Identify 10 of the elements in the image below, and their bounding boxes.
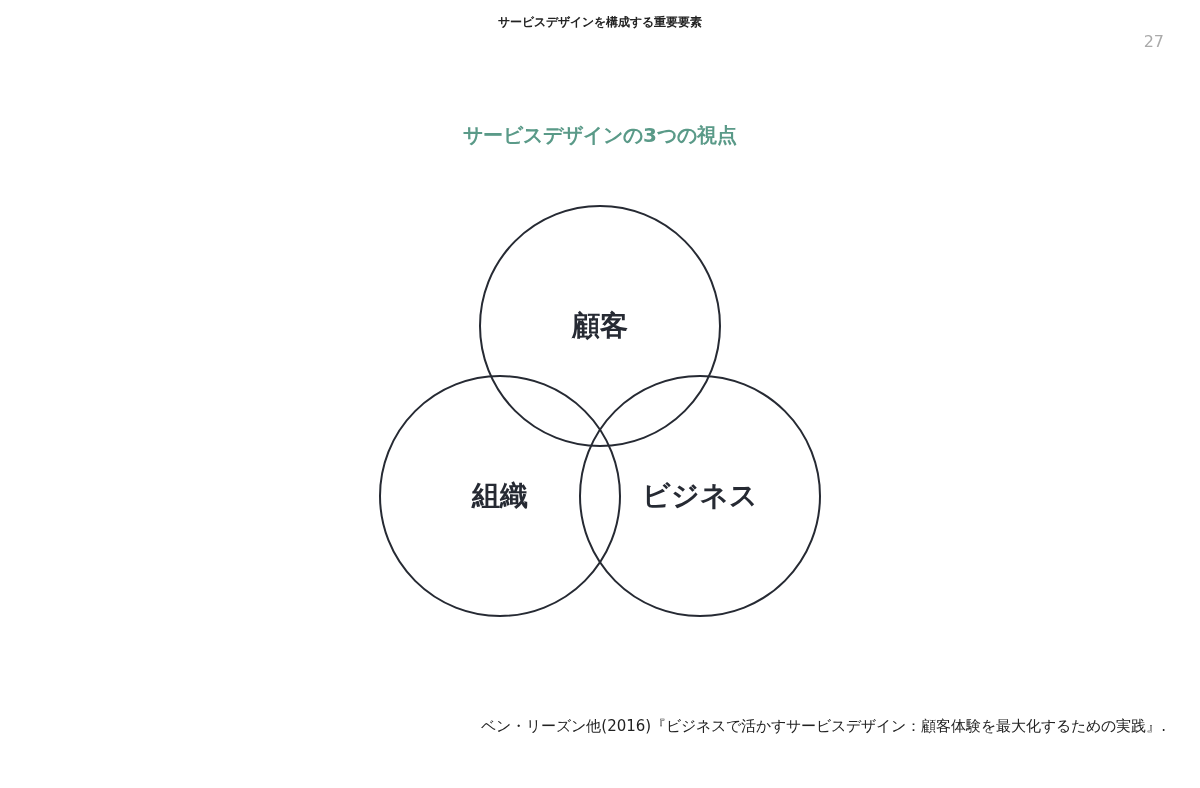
venn-circle bbox=[579, 375, 821, 617]
diagram-title: サービスデザインの3つの視点 bbox=[462, 122, 738, 149]
circle-label: 組織 bbox=[470, 478, 529, 514]
venn-circle bbox=[479, 205, 721, 447]
page-number: 27 bbox=[1142, 32, 1164, 51]
circle-label: ビジネス bbox=[641, 478, 759, 514]
citation: ベン・リーズン他(2016)『ビジネスで活かすサービスデザイン：顧客体験を最大化するための実践』. bbox=[481, 717, 1166, 736]
page-header: サービスデザインを構成する重要要素 bbox=[497, 14, 703, 31]
venn-circle bbox=[379, 375, 621, 617]
circle-label: 顧客 bbox=[570, 308, 629, 344]
